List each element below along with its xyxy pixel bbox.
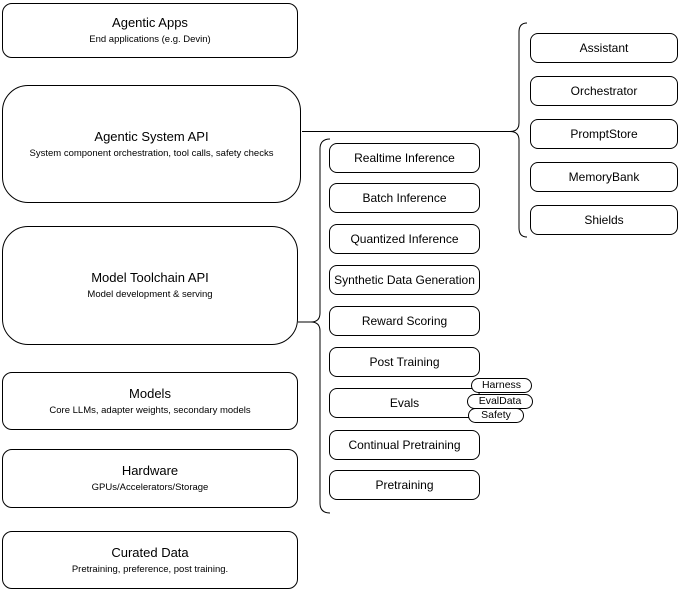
component-assistant: Assistant — [530, 33, 678, 63]
layer-title: Hardware — [121, 463, 179, 478]
component-post-training: Post Training — [329, 347, 480, 377]
toolchain-bracket — [310, 138, 331, 514]
component-memorybank: MemoryBank — [530, 162, 678, 192]
layer-title: Agentic System API — [94, 128, 209, 144]
component-batch-inference: Batch Inference — [329, 183, 480, 213]
component-evals: Evals — [329, 388, 480, 418]
layer-hardware: Hardware GPUs/Accelerators/Storage — [2, 449, 298, 508]
layer-title: Model Toolchain API — [91, 270, 209, 285]
layer-models: Models Core LLMs, adapter weights, secon… — [2, 372, 298, 430]
evals-tag-evaldata: EvalData — [467, 394, 533, 409]
layer-subtitle: Core LLMs, adapter weights, secondary mo… — [49, 404, 251, 416]
system-api-bracket — [509, 22, 528, 238]
layer-agentic-system-api: Agentic System API System component orch… — [2, 85, 301, 203]
layer-subtitle: End applications (e.g. Devin) — [89, 34, 211, 45]
layer-title: Agentic Apps — [112, 15, 188, 30]
layer-subtitle: System component orchestration, tool cal… — [29, 147, 274, 159]
component-orchestrator: Orchestrator — [530, 76, 678, 106]
layer-title: Curated Data — [111, 544, 189, 560]
layer-title: Models — [129, 385, 171, 401]
evals-tag-safety: Safety — [468, 408, 524, 423]
component-realtime-inference: Realtime Inference — [329, 143, 480, 173]
component-shields: Shields — [530, 205, 678, 235]
layer-subtitle: GPUs/Accelerators/Storage — [91, 482, 209, 493]
layer-subtitle: Model development & serving — [87, 289, 213, 300]
layer-subtitle: Pretraining, preference, post training. — [71, 563, 229, 575]
component-continual-pretraining: Continual Pretraining — [329, 430, 480, 460]
component-reward-scoring: Reward Scoring — [329, 306, 480, 336]
layer-agentic-apps: Agentic Apps End applications (e.g. Devi… — [2, 3, 298, 58]
component-synthetic-data-generation: Synthetic Data Generation — [329, 265, 480, 295]
component-pretraining: Pretraining — [329, 470, 480, 500]
component-promptstore: PromptStore — [530, 119, 678, 149]
layer-model-toolchain-api: Model Toolchain API Model development & … — [2, 226, 298, 345]
component-quantized-inference: Quantized Inference — [329, 224, 480, 254]
layer-curated-data: Curated Data Pretraining, preference, po… — [2, 531, 298, 589]
evals-tag-harness: Harness — [471, 378, 532, 393]
